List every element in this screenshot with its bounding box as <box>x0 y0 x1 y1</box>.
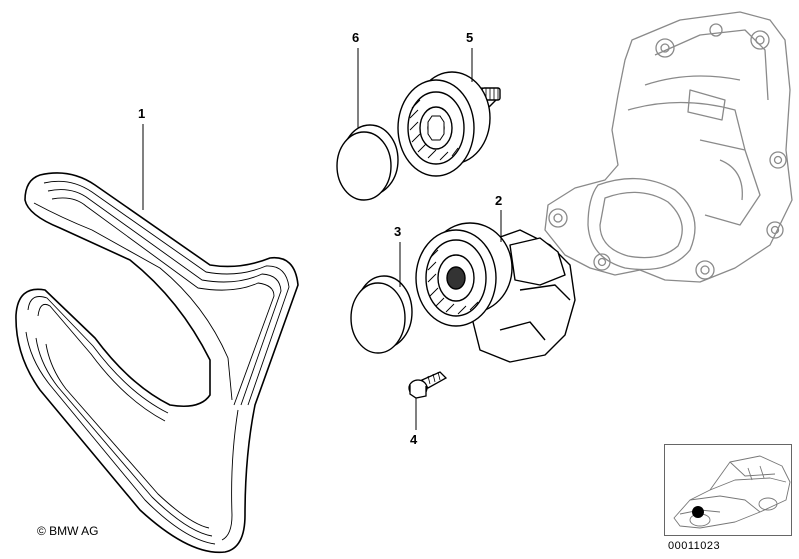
engine-location-marker <box>692 506 704 518</box>
poly-v-belt <box>15 172 299 554</box>
idler-dust-cap <box>336 124 399 201</box>
belt-tensioner <box>415 222 576 363</box>
document-number: 00011023 <box>668 540 721 552</box>
engine-housing-outline <box>544 11 793 283</box>
callout-1: 1 <box>138 106 145 121</box>
callout-leader-lines <box>142 48 502 430</box>
tensioner-dust-cap <box>350 275 413 354</box>
callout-3: 3 <box>394 224 401 239</box>
mounting-bolt <box>408 371 448 399</box>
vehicle-locator-thumbnail <box>673 455 791 529</box>
idler-pulley <box>397 71 501 177</box>
vehicle-locator-frame <box>664 444 792 536</box>
callout-5: 5 <box>466 30 473 45</box>
copyright-text: © BMW AG <box>37 524 99 538</box>
callout-6: 6 <box>352 30 359 45</box>
callout-2: 2 <box>495 193 502 208</box>
callout-4: 4 <box>410 432 418 447</box>
